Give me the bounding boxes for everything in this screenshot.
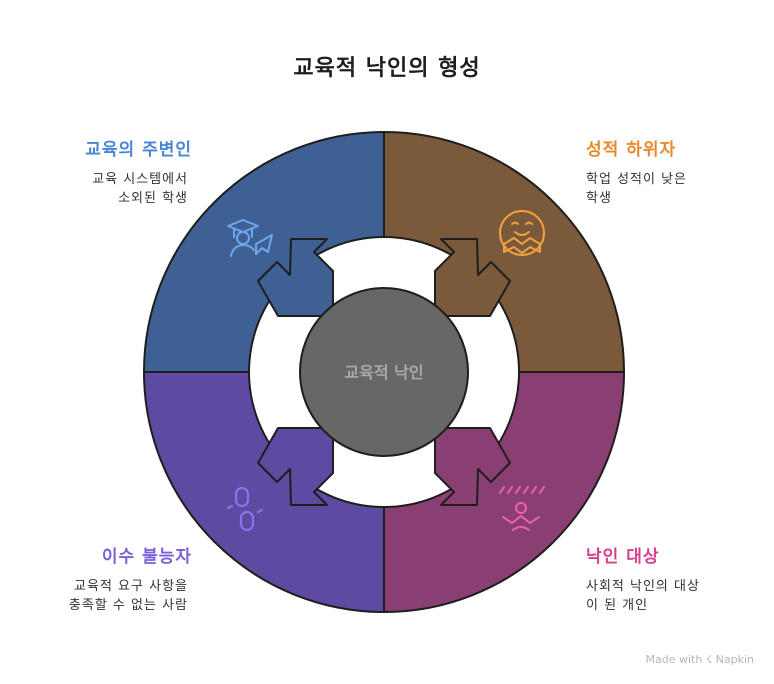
desc-line: 교육 시스템에서 <box>92 172 188 187</box>
napkin-footer[interactable]: Made with ☇ Napkin <box>646 653 755 666</box>
label-low-grades-desc: 학업 성적이 낮은 학생 <box>586 170 756 208</box>
desc-line: 학생 <box>586 191 612 206</box>
arrow-top-right <box>434 238 511 317</box>
made-with-text: Made with <box>645 653 703 666</box>
desc-line: 학업 성적이 낮은 <box>586 172 687 187</box>
reading-face-icon <box>499 210 545 256</box>
label-incapable-desc: 교육적 요구 사항을 충족할 수 없는 사람 <box>14 577 188 615</box>
graduate-icon <box>227 219 273 257</box>
label-low-grades-title: 성적 하위자 <box>586 140 677 160</box>
diagram-title: 교육적 낙인의 형성 <box>293 56 481 81</box>
label-education-periphery-desc: 교육 시스템에서 소외된 학생 <box>20 170 188 208</box>
broken-link-icon <box>226 486 264 532</box>
napkin-brand-text: Napkin <box>715 653 754 666</box>
label-education-periphery-title: 교육의 주변인 <box>85 140 192 160</box>
desc-line: 충족할 수 없는 사람 <box>68 598 188 613</box>
stressed-person-icon <box>499 486 545 531</box>
napkin-logo-icon: ☇ <box>705 653 713 666</box>
center-label: 교육적 낙인 <box>344 363 423 382</box>
arrow-bottom-left <box>257 427 334 506</box>
desc-line: 이 된 개인 <box>586 598 649 613</box>
center-circle <box>299 287 469 457</box>
desc-line: 소외된 학생 <box>118 191 188 206</box>
arrow-top-left <box>257 238 334 317</box>
desc-line: 사회적 낙인의 대상 <box>586 579 700 594</box>
desc-line: 교육적 요구 사항을 <box>74 579 188 594</box>
label-stigma-target-desc: 사회적 낙인의 대상 이 된 개인 <box>586 577 756 615</box>
label-stigma-target-title: 낙인 대상 <box>586 547 660 567</box>
label-incapable-title: 이수 불능자 <box>101 547 192 567</box>
arrow-bottom-right <box>434 427 511 506</box>
